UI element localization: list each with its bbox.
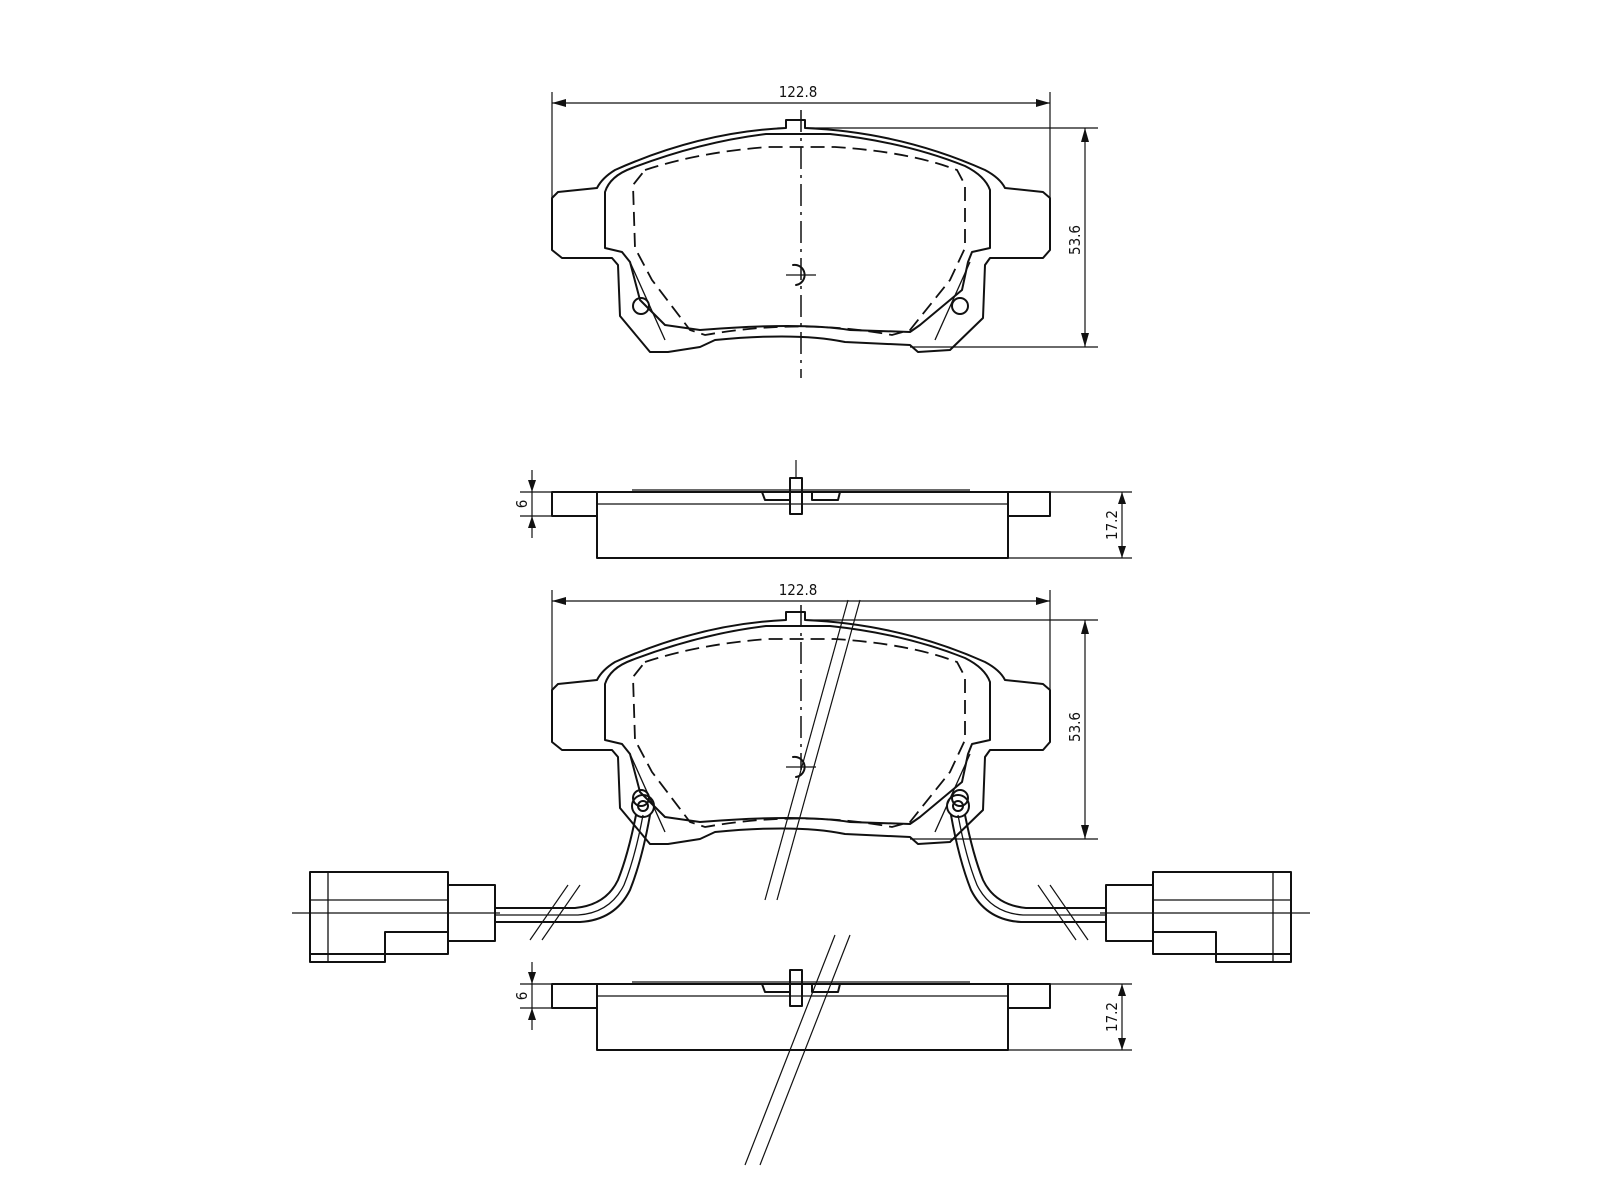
- top-width-dimension: 122.8: [551, 83, 1051, 250]
- bottom-height-dimension: 53.6: [805, 619, 1098, 840]
- bottom-height-label: 53.6: [1066, 712, 1084, 742]
- bottom-side-total-label: 17.2: [1103, 1002, 1121, 1032]
- left-connector: [292, 871, 500, 963]
- top-width-label: 122.8: [779, 83, 818, 101]
- top-wear-marker: [792, 263, 806, 286]
- bottom-side-total-dimension: 17.2: [1008, 983, 1132, 1051]
- top-pad-plan-view: [551, 110, 1051, 378]
- break-lines: [744, 599, 861, 1166]
- top-height-label: 53.6: [1066, 225, 1084, 255]
- top-side-total-label: 17.2: [1103, 510, 1121, 540]
- top-side-total-dimension: 17.2: [1008, 491, 1132, 559]
- bottom-pad-plan-view: [551, 605, 1051, 845]
- left-wear-sensor: [292, 814, 651, 963]
- top-pad-side-view: [551, 460, 1051, 559]
- bottom-width-label: 122.8: [779, 581, 818, 599]
- bottom-side-thickness-dimension: 6: [513, 962, 552, 1030]
- bottom-side-thickness-label: 6: [513, 992, 531, 1001]
- top-height-dimension: 53.6: [805, 127, 1098, 348]
- top-side-thickness-dimension: 6: [513, 470, 552, 538]
- right-connector: [1100, 871, 1310, 963]
- bottom-pad-side-view: [551, 969, 1051, 1051]
- top-side-thickness-label: 6: [513, 500, 531, 509]
- right-wear-sensor: [950, 814, 1310, 963]
- bottom-width-dimension: 122.8: [551, 581, 1051, 740]
